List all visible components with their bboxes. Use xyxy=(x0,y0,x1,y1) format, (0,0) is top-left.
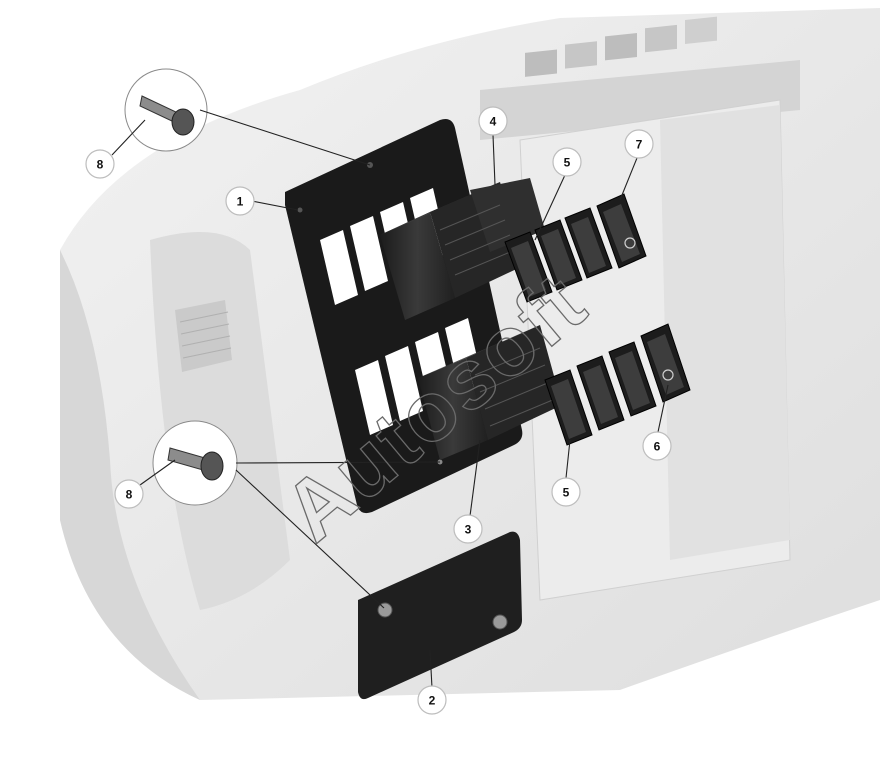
callout-5-lower-label: 5 xyxy=(563,486,570,500)
upper-rocker-switches xyxy=(504,193,647,303)
callout-6: 6 xyxy=(642,431,672,461)
upper-blank-switch-plugs xyxy=(380,178,545,320)
rocker-switch xyxy=(608,341,657,417)
screw-detail-upper xyxy=(124,68,371,166)
lower-rocker-switches xyxy=(544,323,691,446)
air-vent xyxy=(175,300,232,372)
callout-8-upper: 8 xyxy=(85,149,115,179)
callout-2-label: 2 xyxy=(429,694,436,708)
callout-4: 4 xyxy=(478,106,508,136)
callout-8-lower-label: 8 xyxy=(126,488,133,502)
rocker-switch-with-symbol xyxy=(640,323,691,403)
cover-plate xyxy=(358,531,522,700)
callout-3-label: 3 xyxy=(465,523,472,537)
callout-7: 7 xyxy=(624,129,654,159)
rocker-switch xyxy=(564,207,613,279)
symbol-icon xyxy=(662,369,674,381)
callout-2: 2 xyxy=(417,685,447,715)
callout-7-label: 7 xyxy=(636,138,643,152)
screw-detail-lower xyxy=(152,420,441,609)
rocker-switch xyxy=(534,219,583,291)
leader-lines xyxy=(111,119,669,689)
callout-1: 1 xyxy=(225,186,255,216)
callout-5-upper-label: 5 xyxy=(564,156,571,170)
callout-6-label: 6 xyxy=(654,440,661,454)
warning-lamp-row xyxy=(525,16,717,77)
rocker-switch xyxy=(544,369,593,446)
callout-5-lower: 5 xyxy=(551,477,581,507)
rocker-switch xyxy=(504,231,553,303)
cover-plate-screw xyxy=(377,602,393,618)
callout-1-label: 1 xyxy=(237,195,244,209)
symbol-icon xyxy=(624,237,636,249)
callout-4-label: 4 xyxy=(490,115,497,129)
rocker-switch-with-symbol xyxy=(596,193,647,269)
callout-5-upper: 5 xyxy=(552,147,582,177)
cover-plate-screw xyxy=(492,614,508,630)
lower-blank-switch-plugs xyxy=(418,325,562,460)
callout-3: 3 xyxy=(453,514,483,544)
callout-8-lower: 8 xyxy=(114,479,144,509)
rocker-switch xyxy=(576,355,625,431)
callout-8-upper-label: 8 xyxy=(97,158,104,172)
